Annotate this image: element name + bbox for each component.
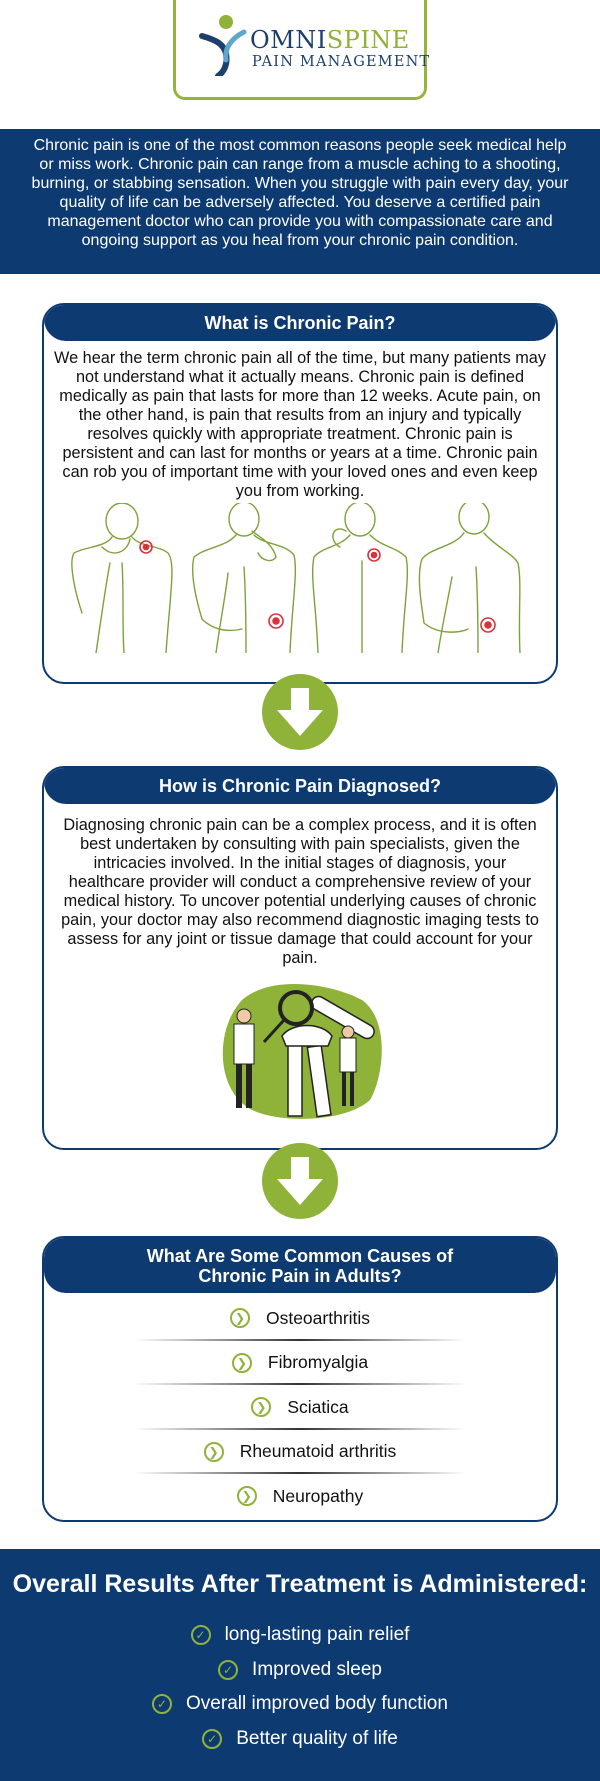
- intro-text: Chronic pain is one of the most common r…: [31, 137, 569, 249]
- how-diagnosed-card: How is Chronic Pain Diagnosed? Diagnosin…: [42, 766, 558, 1150]
- results-banner: Overall Results After Treatment is Admin…: [0, 1549, 600, 1781]
- results-title: Overall Results After Treatment is Admin…: [12, 1570, 588, 1598]
- common-causes-card: What Are Some Common Causes of Chronic P…: [42, 1236, 558, 1522]
- chevron-right-icon: ❯: [231, 1352, 252, 1373]
- intro-banner: Chronic pain is one of the most common r…: [0, 129, 600, 274]
- card-body-text: Diagnosing chronic pain can be a complex…: [61, 816, 539, 967]
- list-item: ✓ Overall improved body function: [0, 1687, 600, 1722]
- what-is-chronic-pain-card: What is Chronic Pain? We hear the term c…: [42, 303, 558, 684]
- divider: [134, 1383, 466, 1385]
- list-item: ❯ Sciatica: [44, 1385, 556, 1430]
- divider: [134, 1427, 466, 1430]
- check-circle-icon: ✓: [218, 1659, 239, 1680]
- check-circle-icon: ✓: [202, 1728, 223, 1749]
- chevron-right-icon: ❯: [203, 1441, 224, 1462]
- results-list: ✓ long-lasting pain relief ✓ Improved sl…: [0, 1618, 600, 1756]
- list-item: ✓ Better quality of life: [0, 1722, 600, 1757]
- card-body-text: We hear the term chronic pain all of the…: [54, 349, 546, 500]
- result-label: Overall improved body function: [186, 1693, 448, 1715]
- causes-list: ❯ Osteoarthritis ❯ Fibromyalgia ❯ Sciati…: [44, 1296, 556, 1519]
- arrow-down-icon: [262, 674, 338, 750]
- list-item: ✓ Improved sleep: [0, 1653, 600, 1688]
- diagnosis-doctors-illustration: [222, 984, 382, 1119]
- list-item: ❯ Fibromyalgia: [44, 1341, 556, 1385]
- pain-markers: [139, 540, 496, 633]
- list-item: ✓ long-lasting pain relief: [0, 1618, 600, 1653]
- list-item: ❯ Neuropathy: [44, 1474, 556, 1519]
- logo-subtitle: PAIN MANAGEMENT: [252, 54, 431, 70]
- spine-figure-logo-icon: [199, 15, 247, 76]
- cause-label: Sciatica: [287, 1396, 349, 1417]
- list-item: ❯ Osteoarthritis: [44, 1296, 556, 1341]
- logo: OMNISPINE PAIN MANAGEMENT: [173, 0, 431, 100]
- result-label: long-lasting pain relief: [224, 1624, 410, 1646]
- chevron-right-icon: ❯: [236, 1486, 257, 1507]
- result-label: Improved sleep: [252, 1658, 382, 1680]
- cause-label: Neuropathy: [272, 1485, 364, 1506]
- divider: [134, 1472, 466, 1474]
- body-pain-illustration: [71, 503, 521, 653]
- card-title: What is Chronic Pain?: [44, 305, 556, 341]
- card-title-line: Chronic Pain in Adults?: [198, 1266, 402, 1286]
- list-item: ❯ Rheumatoid arthritis: [44, 1430, 556, 1474]
- check-circle-icon: ✓: [190, 1625, 211, 1646]
- cause-label: Rheumatoid arthritis: [239, 1441, 397, 1462]
- card-title: What Are Some Common Causes of Chronic P…: [44, 1238, 556, 1293]
- card-title: How is Chronic Pain Diagnosed?: [44, 768, 556, 804]
- divider: [134, 1338, 466, 1341]
- arrow-down-icon: [262, 1143, 338, 1219]
- check-circle-icon: ✓: [152, 1694, 173, 1715]
- chevron-right-icon: ❯: [229, 1308, 250, 1329]
- logo-wordmark: OMNISPINE: [250, 26, 410, 54]
- result-label: Better quality of life: [236, 1727, 398, 1749]
- cause-label: Fibromyalgia: [267, 1352, 369, 1373]
- card-title-line: What Are Some Common Causes of: [146, 1246, 454, 1266]
- cause-label: Osteoarthritis: [265, 1307, 371, 1328]
- chevron-right-icon: ❯: [251, 1397, 272, 1418]
